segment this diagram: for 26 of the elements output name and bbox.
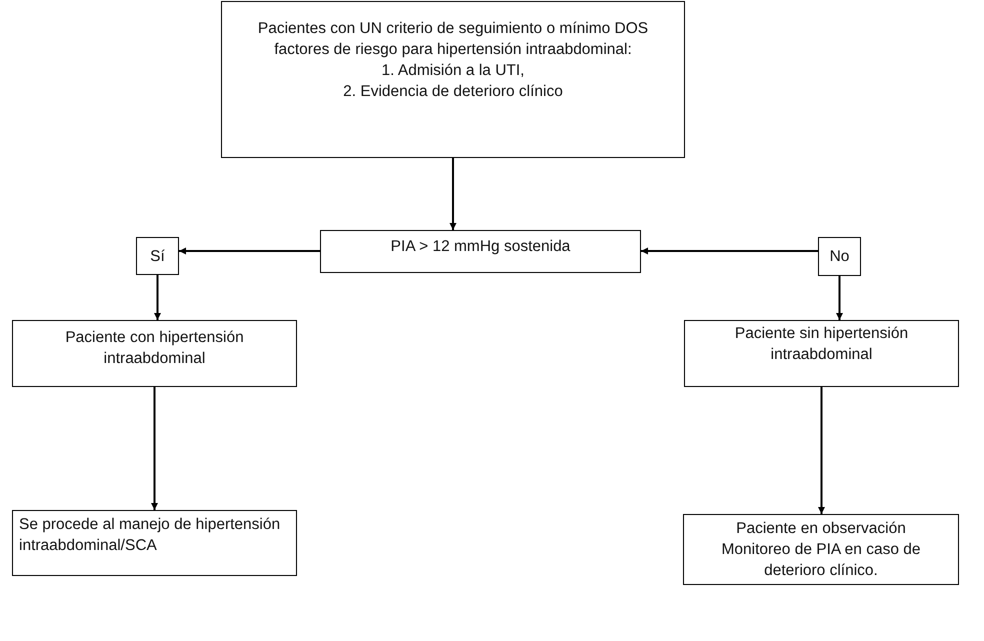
process-box xyxy=(320,230,641,273)
arrow xyxy=(450,158,456,230)
process-box xyxy=(221,1,685,158)
process-box xyxy=(683,514,959,585)
box-text: Paciente con hipertensión intraabdominal xyxy=(64,328,245,369)
box-text: No xyxy=(830,247,850,267)
process-box xyxy=(684,320,959,387)
box-text: 2. Evidencia de deterioro clínico xyxy=(343,82,563,102)
box-text: Pacientes con UN criterio de seguimiento o mínimo DOS factores de riesgo para hipertensión intraabdominal: xyxy=(256,19,650,60)
process-box xyxy=(12,510,297,576)
box-text: PIA > 12 mmHg sostenida xyxy=(390,237,570,257)
box-text: Se procede al manejo de hipertensión intraabdominal/SCA xyxy=(19,515,282,556)
box-text: Paciente en observación xyxy=(736,519,906,539)
box-text: Sí xyxy=(150,246,165,266)
box-text: 1. Admisión a la UTI, xyxy=(381,61,524,81)
process-box xyxy=(818,237,861,276)
process-box xyxy=(12,320,297,387)
arrow xyxy=(154,275,161,320)
arrow xyxy=(641,248,818,254)
arrow xyxy=(818,387,825,514)
arrow xyxy=(836,276,843,320)
box-text: Monitoreo de PIA en caso de deterioro clínico. xyxy=(720,540,922,581)
process-box xyxy=(136,237,179,275)
box-text: Paciente sin hipertensión intraabdominal xyxy=(734,324,910,365)
arrow xyxy=(179,248,320,254)
arrow xyxy=(151,387,158,510)
